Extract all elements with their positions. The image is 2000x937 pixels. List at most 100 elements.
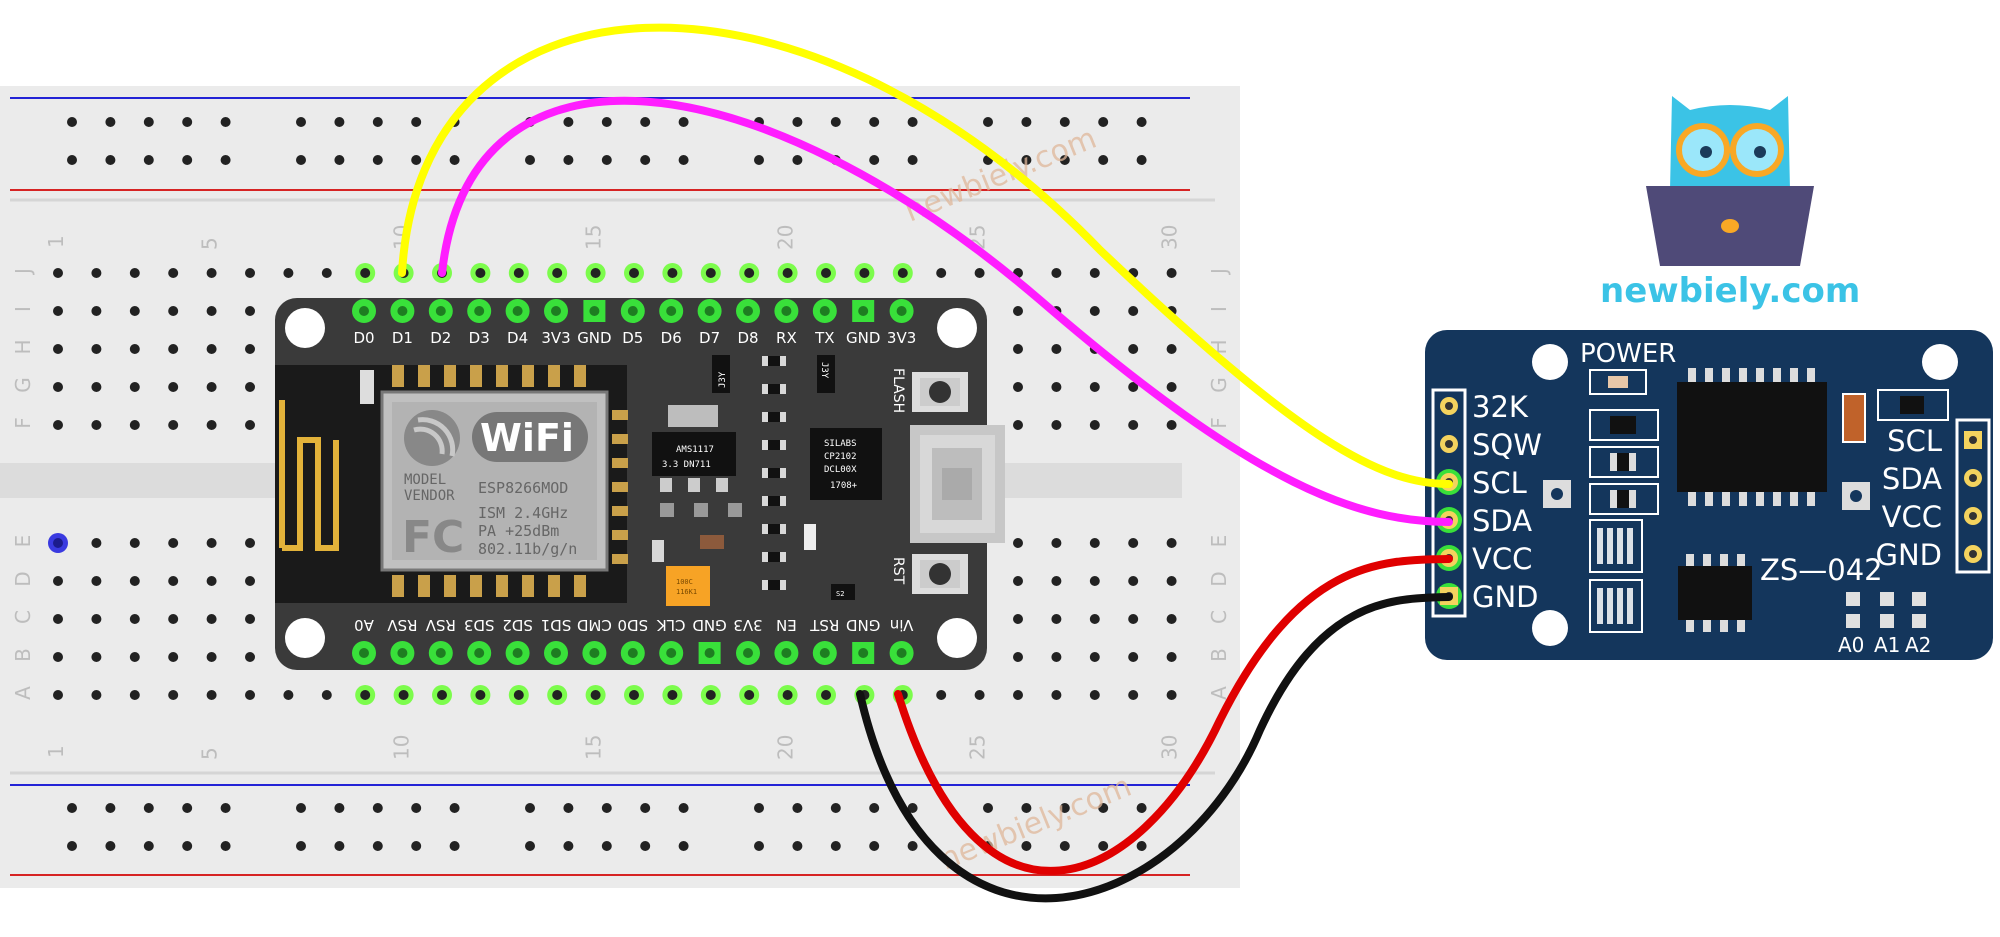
- breadboard-hole: [168, 614, 179, 624]
- esp-pin-hole-bottom: [474, 648, 485, 658]
- rail-hole: [1021, 803, 1032, 813]
- rtc-mount-hole-bl: [1532, 610, 1568, 646]
- esp-pin-label-top: TX: [814, 329, 834, 347]
- rst-button[interactable]: [912, 554, 968, 594]
- row-label: C: [11, 610, 35, 624]
- rail-hole: [792, 803, 803, 813]
- breadboard-hole: [744, 268, 755, 278]
- eeprom-leg: [1703, 620, 1711, 632]
- rail-hole: [220, 117, 231, 127]
- esp-pin-hole-bottom: [551, 648, 561, 658]
- rail-hole: [640, 841, 651, 851]
- breadboard-hole: [629, 268, 639, 278]
- column-label-bottom: 10: [390, 735, 414, 760]
- breadboard-hole: [1089, 306, 1100, 316]
- brand-name: newbiely.com: [1600, 271, 1860, 311]
- rail-hole: [449, 155, 460, 165]
- module-std: 802.11b/g/n: [478, 540, 577, 558]
- esp-pin-hole-bottom: [627, 648, 638, 658]
- esp-pin-hole-bottom: [781, 648, 792, 658]
- breadboard-hole: [705, 690, 716, 700]
- rtc-right-pin-label: GND: [1876, 538, 1943, 572]
- breadboard-hole: [91, 652, 102, 662]
- chip-leg: [1790, 368, 1798, 382]
- rtc-left-pin-label: VCC: [1472, 542, 1532, 576]
- rail-hole: [67, 803, 77, 813]
- breadboard-hole: [1128, 652, 1139, 662]
- rail-hole: [907, 841, 918, 851]
- esp-pin-label-top: D5: [622, 329, 643, 347]
- row-label: F: [1207, 417, 1231, 429]
- breadboard-hole: [206, 614, 217, 624]
- smd-resistor-body: [768, 552, 780, 562]
- breadboard-hole: [206, 690, 217, 700]
- esp-pin-label-top: 3V3: [541, 329, 570, 347]
- breadboard-hole: [513, 268, 524, 278]
- esp-pin-hole-top: [704, 306, 715, 316]
- rail-hole: [67, 841, 77, 851]
- rail-hole: [1098, 155, 1109, 165]
- breadboard-hole: [129, 382, 140, 392]
- diode-s2: [831, 584, 855, 600]
- tantalum-capacitor: [666, 566, 710, 606]
- rail-hole: [105, 841, 116, 851]
- breadboard-hole: [245, 306, 255, 316]
- column-label-bottom: 30: [1158, 735, 1182, 760]
- smd-resistor-body: [768, 356, 780, 366]
- esp-pin-label-top: GND: [846, 329, 880, 347]
- breadboard-hole: [1051, 690, 1062, 700]
- rail-hole: [1059, 841, 1070, 851]
- rail-hole: [601, 841, 612, 851]
- esp-pin-hole-bottom: [397, 648, 408, 658]
- esp-pin-label-top: D7: [699, 329, 720, 347]
- breadboard-hole: [53, 344, 63, 354]
- breadboard-hole: [1089, 268, 1100, 278]
- row-label: I: [1207, 306, 1231, 312]
- rtc-left-pin-label: 32K: [1472, 390, 1529, 424]
- address-pad: [1880, 592, 1894, 606]
- rail-hole: [411, 803, 422, 813]
- flash-button[interactable]: [912, 372, 968, 412]
- breadboard-hole: [360, 268, 371, 278]
- rail-hole: [1021, 841, 1032, 851]
- module-pad: [574, 575, 586, 597]
- rail-hole: [182, 841, 193, 851]
- chip-leg: [1807, 368, 1815, 382]
- resistor-array-element: [1617, 528, 1623, 564]
- breadboard-hole: [667, 268, 678, 278]
- esp-pin-hole-top: [359, 306, 369, 316]
- smd-cap: [694, 503, 708, 517]
- rail-hole: [525, 803, 535, 813]
- breadboard-hole: [206, 306, 217, 316]
- rail-hole: [1136, 117, 1147, 127]
- rail-hole: [334, 803, 345, 813]
- breadboard-hole: [129, 344, 140, 354]
- breadboard-hole: [53, 306, 63, 316]
- micro-usb-port[interactable]: [910, 425, 1005, 543]
- row-label: A: [11, 686, 35, 700]
- breadboard-hole: [821, 268, 831, 278]
- rail-hole: [640, 803, 651, 813]
- resistor-array-element: [1597, 528, 1603, 564]
- esp-pin-label-bottom: RST: [809, 616, 839, 634]
- rail-hole: [105, 155, 116, 165]
- esp-pin-label-top: D3: [469, 329, 490, 347]
- esp-pin-label-bottom: SD1: [541, 616, 572, 634]
- breadboard-hole: [1128, 614, 1139, 624]
- breadboard-hole: [1089, 690, 1100, 700]
- breadboard-hole: [936, 690, 947, 700]
- module-vendor-label: VENDOR: [404, 488, 455, 504]
- breadboard-hole: [129, 690, 140, 700]
- breadboard-hole: [1166, 576, 1177, 586]
- breadboard-hole: [206, 652, 217, 662]
- module-side-pad: [612, 434, 628, 444]
- esp-pin-hole-top: [551, 306, 561, 316]
- row-label: G: [1207, 377, 1231, 393]
- breadboard-hole: [129, 420, 140, 430]
- module-pad: [392, 365, 404, 387]
- smd-outline: [1589, 409, 1659, 441]
- smd-resistor-body: [768, 468, 780, 478]
- breadboard-hole: [53, 690, 63, 700]
- wire-magenta-d2-sda: [438, 96, 1453, 526]
